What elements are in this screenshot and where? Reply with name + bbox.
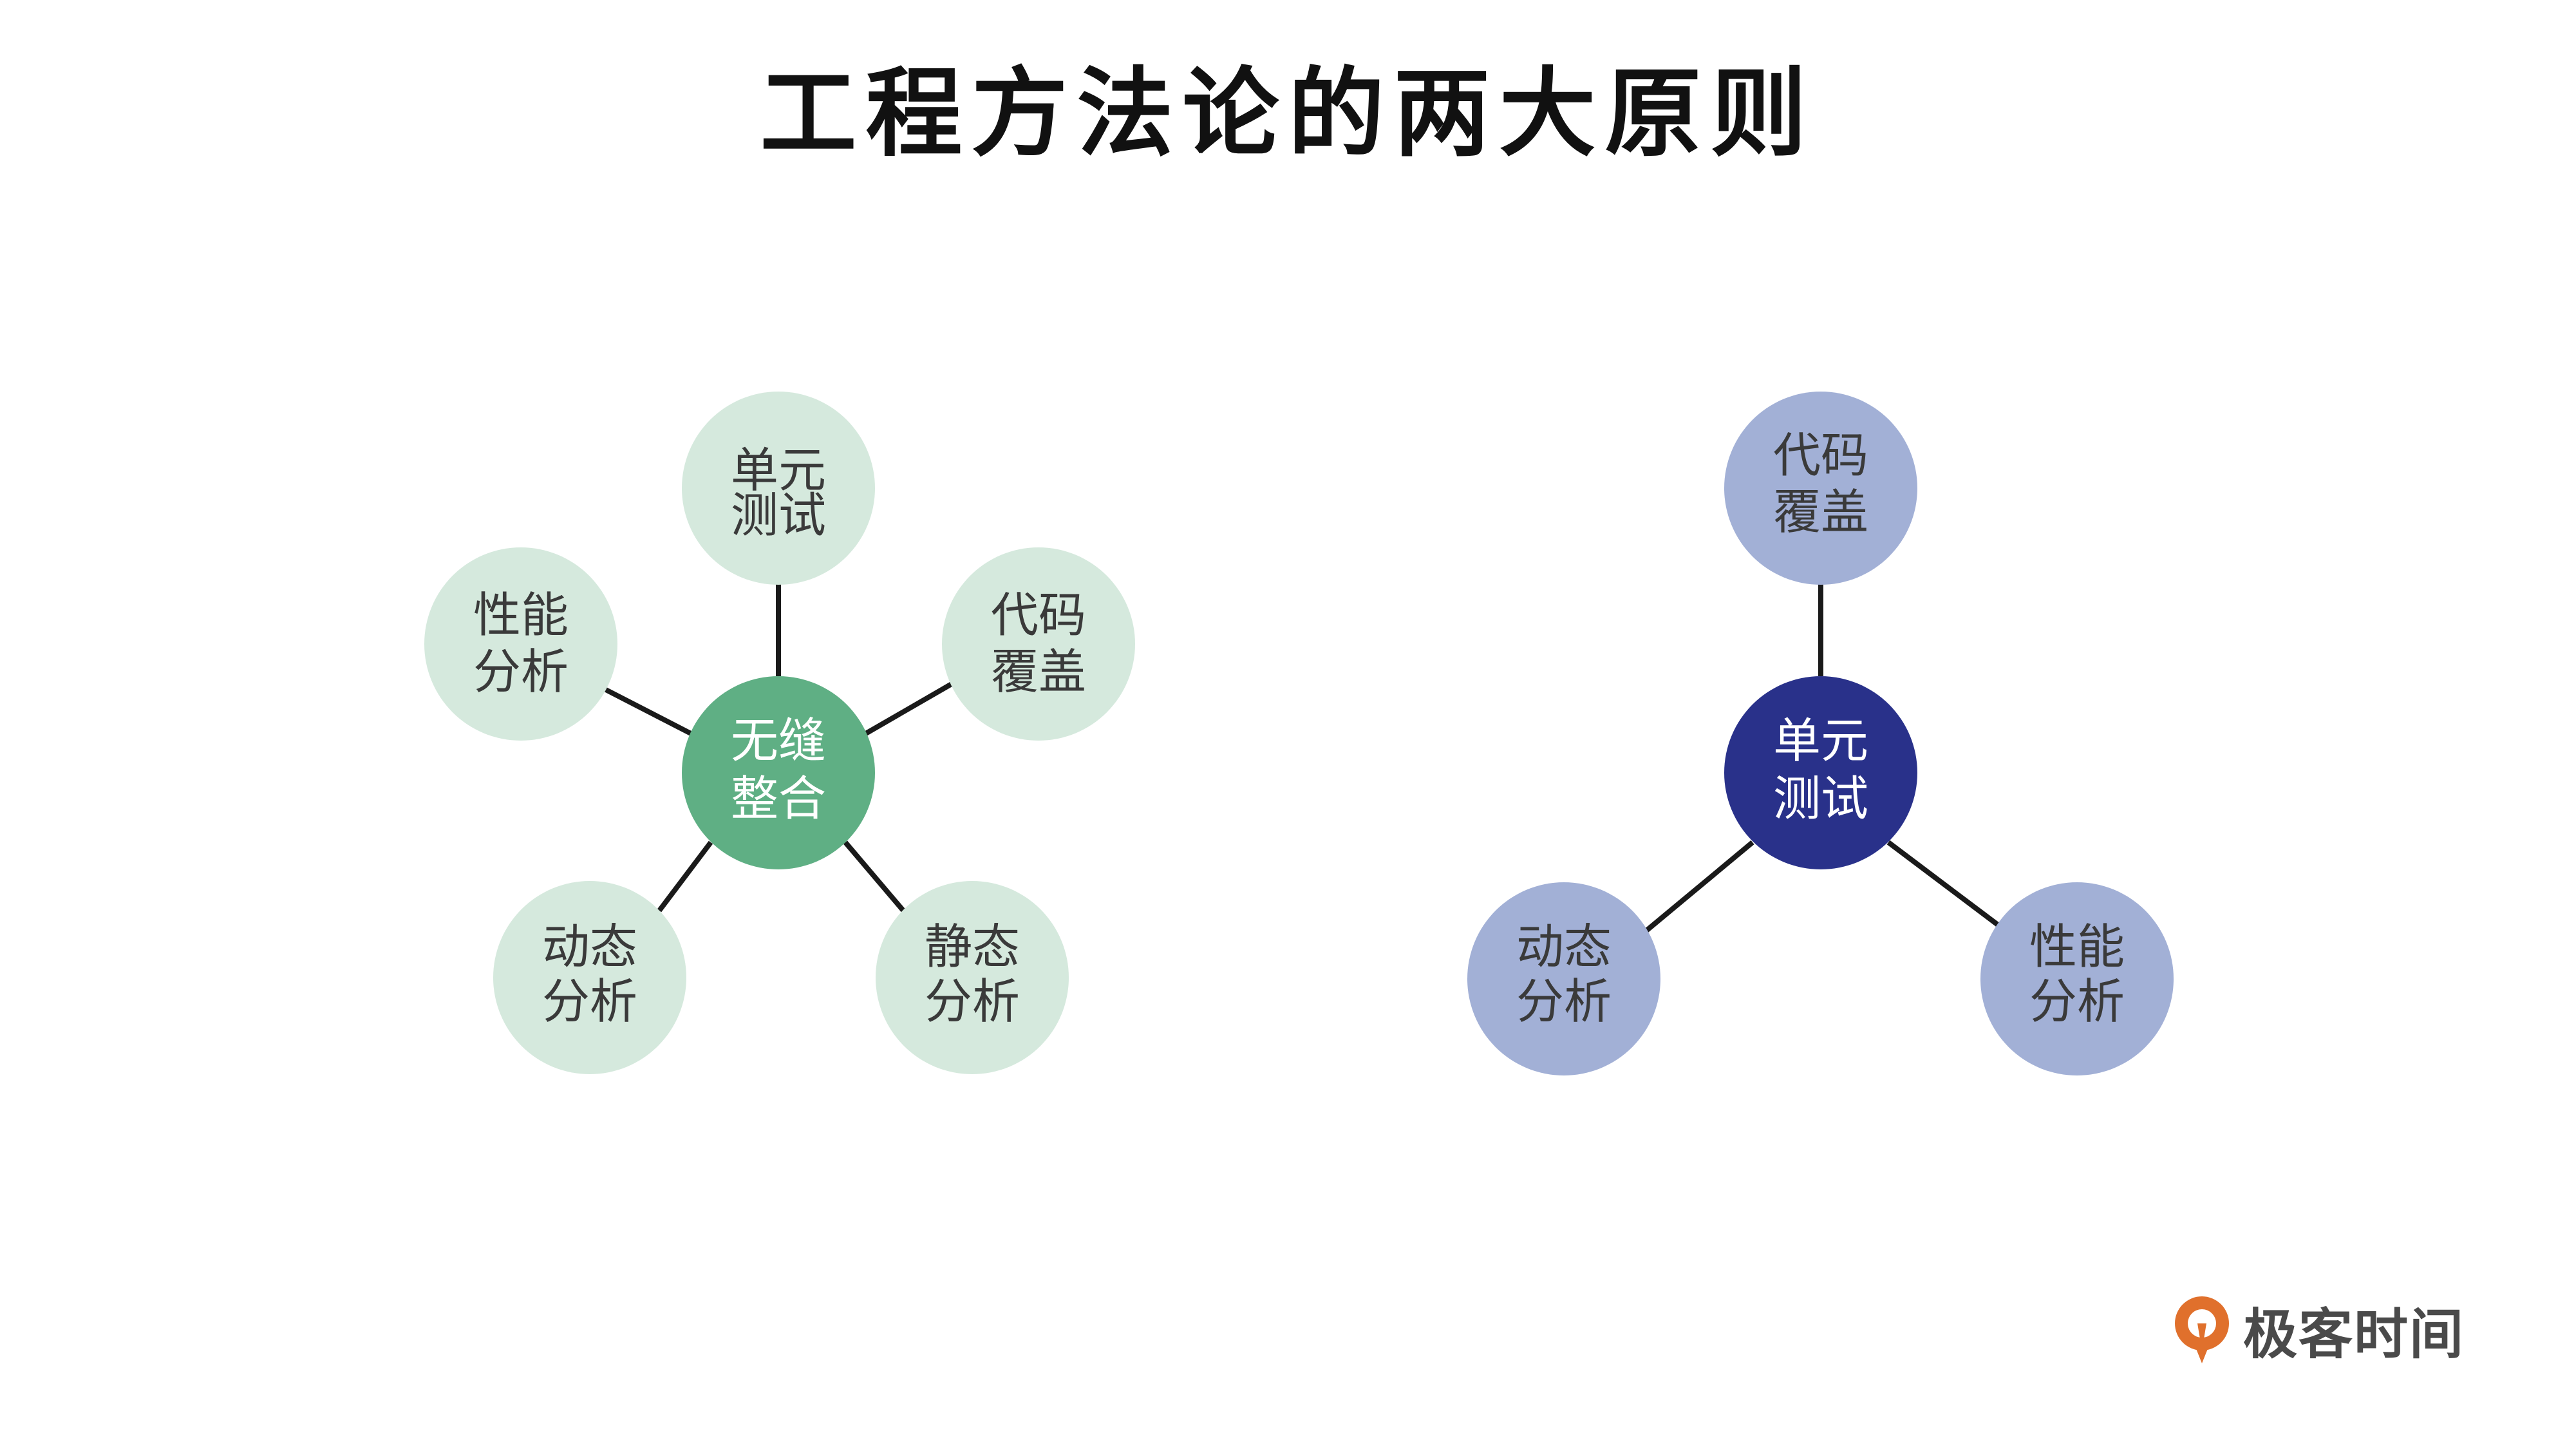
left-satellite-code-coverage: 代码 覆盖 <box>942 547 1135 741</box>
satellite-label-line2: 分析 <box>2029 974 2125 1030</box>
satellite-label-line2: 覆盖 <box>1773 485 1868 540</box>
connector-left-top-right <box>863 679 958 737</box>
left-satellite-dynamic-analysis: 动态 分析 <box>493 881 686 1074</box>
diagram-title: 工程方法论的两大原则 <box>760 58 1816 170</box>
satellite-label-line1: 动态 <box>1516 920 1612 975</box>
connector-right-bottom-right <box>1886 840 2000 927</box>
satellite-label-line2: 分析 <box>1516 974 1612 1030</box>
right-center-unit-test: 单元 测试 <box>1724 676 1917 869</box>
left-center-seamless-integration: 无缝 整合 <box>682 676 875 869</box>
satellite-label-line2: 测试 <box>731 488 826 544</box>
right-satellite-dynamic-analysis: 动态 分析 <box>1467 882 1660 1075</box>
center-label-line2: 整合 <box>731 772 826 827</box>
left-satellite-static-analysis: 静态 分析 <box>876 881 1069 1074</box>
satellite-label-line1: 代码 <box>991 588 1086 643</box>
satellite-label-line1: 性能 <box>473 588 569 643</box>
brand-name: 极客时间 <box>2243 1302 2465 1366</box>
satellite-label-line1: 静态 <box>925 920 1020 975</box>
connector-left-bottom-left <box>657 840 713 913</box>
satellite-label-line1: 代码 <box>1773 428 1868 484</box>
right-connectors <box>1644 583 2000 934</box>
connector-right-bottom-left <box>1644 840 1754 934</box>
left-satellite-performance-analysis: 性能 分析 <box>424 547 617 741</box>
right-satellite-performance-analysis: 性能 分析 <box>1980 882 2174 1075</box>
satellite-label-line2: 分析 <box>473 645 569 700</box>
connector-left-bottom-right <box>843 840 906 913</box>
satellite-label-line1: 动态 <box>542 920 637 975</box>
satellite-label-line2: 分析 <box>925 974 1020 1030</box>
center-label-line1: 无缝 <box>731 714 826 769</box>
satellite-label-line2: 分析 <box>542 974 637 1030</box>
connector-left-top-left <box>603 687 693 737</box>
satellite-label-line1: 单元 <box>731 443 826 498</box>
left-satellite-unit-test: 单元 测试 <box>682 392 875 585</box>
geektime-logo-icon <box>2175 1296 2229 1363</box>
center-label-line2: 测试 <box>1773 772 1868 827</box>
satellite-label-line1: 性能 <box>2029 920 2125 975</box>
center-label-line1: 单元 <box>1773 714 1868 769</box>
left-connectors <box>603 583 958 913</box>
brand: 极客时间 <box>2170 1288 2465 1372</box>
right-satellite-code-coverage: 代码 覆盖 <box>1724 392 1917 585</box>
satellite-label-line2: 覆盖 <box>991 645 1086 700</box>
